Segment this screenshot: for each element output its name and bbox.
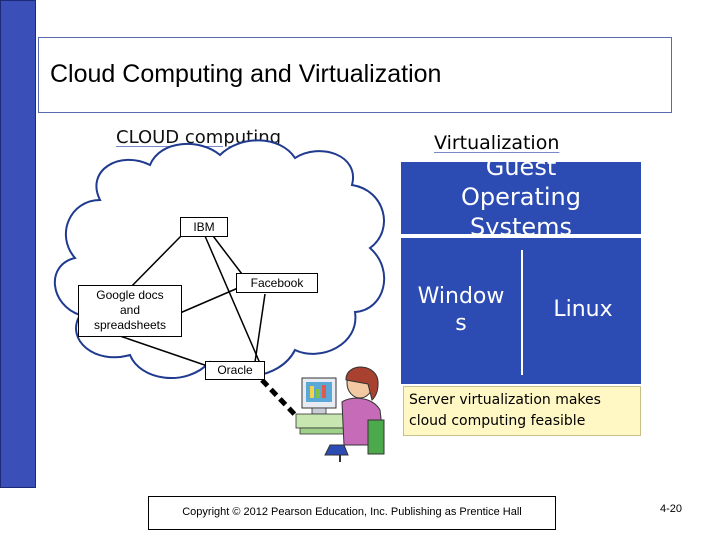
os-linux-label: Linux [528, 296, 638, 323]
user-at-computer-icon [296, 367, 384, 462]
node-google-docs: Google docs and spreadsheets [78, 285, 182, 337]
virtualization-note: Server virtualization makes cloud comput… [409, 390, 639, 432]
node-facebook: Facebook [236, 273, 318, 293]
guest-os-label: Guest Operating Systems [401, 162, 641, 234]
guest-os-box: Guest Operating Systems [401, 162, 641, 234]
virtualization-heading: Virtualization [434, 132, 559, 154]
os-divider [521, 250, 523, 375]
dashed-link-user [262, 380, 300, 420]
copyright-text: Copyright © 2012 Pearson Education, Inc.… [148, 506, 556, 518]
node-ibm: IBM [180, 217, 228, 237]
cloud-icon [55, 140, 384, 378]
os-windows-label: Window s [405, 283, 517, 337]
page-number: 4-20 [660, 503, 682, 515]
node-oracle: Oracle [205, 361, 265, 380]
